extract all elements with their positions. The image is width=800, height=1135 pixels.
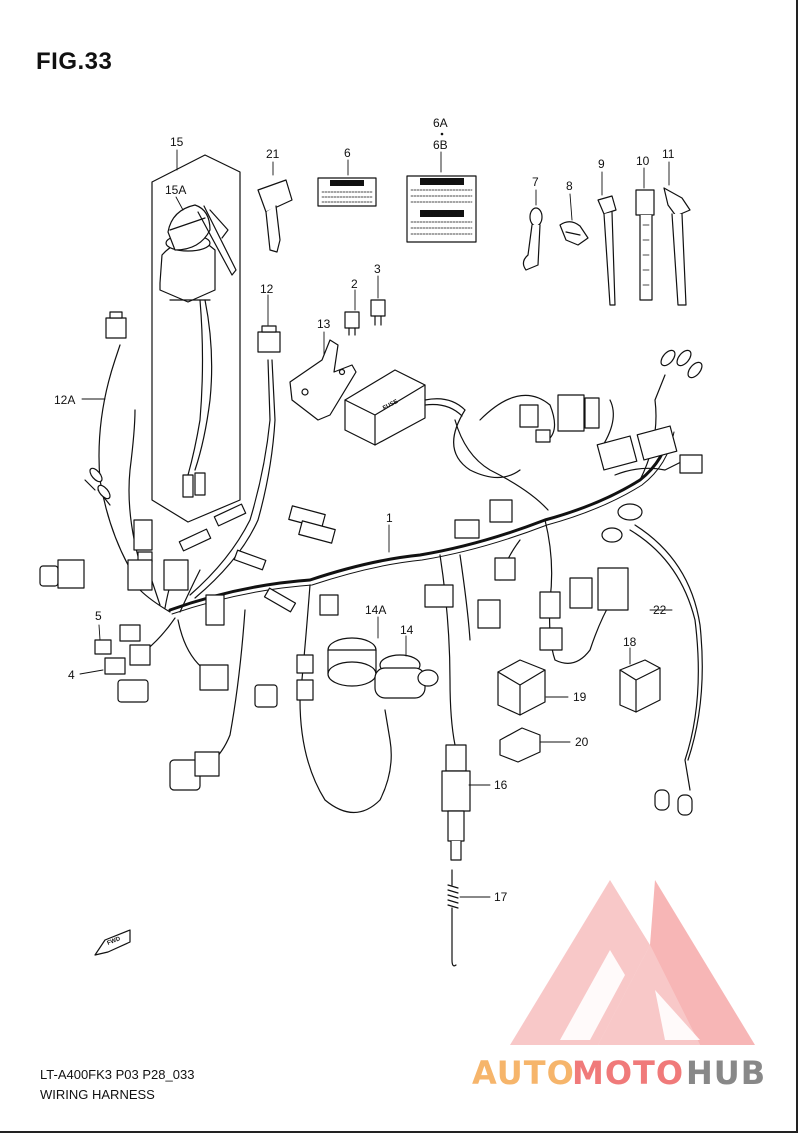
relay-19 — [497, 659, 546, 716]
caution-label-6b: CAUTION ATTENTION — [406, 175, 477, 243]
label-6a: 6A — [433, 116, 448, 130]
label-9: 9 — [598, 157, 605, 171]
bracket-20 — [499, 727, 541, 763]
label-13: 13 — [317, 317, 331, 331]
label-19: 19 — [573, 690, 587, 704]
label-6b: 6B — [433, 138, 448, 152]
key-21 — [257, 179, 293, 253]
label-21: 21 — [266, 147, 280, 161]
ignition-switch-group — [151, 154, 241, 523]
label-20: 20 — [575, 735, 589, 749]
figure-title: FIG.33 — [36, 48, 113, 75]
label-8: 8 — [566, 179, 573, 193]
attention-text: ATTENTION — [423, 212, 457, 218]
tie-11 — [663, 187, 691, 306]
diagram-caption: WIRING HARNESS — [40, 1087, 155, 1102]
tie-9 — [597, 195, 617, 306]
fwd-arrow: FWD — [94, 929, 131, 956]
bracket-13 — [289, 339, 357, 421]
fuse-box: FUSE — [344, 369, 466, 446]
label-5: 5 — [95, 609, 102, 623]
tie-10 — [635, 189, 655, 301]
label-12: 12 — [260, 282, 274, 296]
label-14a: 14A — [365, 603, 386, 617]
label-11: 11 — [662, 147, 675, 161]
spring-17 — [447, 869, 459, 967]
label-7: 7 — [532, 175, 539, 189]
label-22: 22 — [653, 603, 667, 617]
model-code: LT-A400FK3 P03 P28_033 — [40, 1067, 195, 1082]
caution-text-6b: CAUTION — [428, 180, 455, 186]
label-16: 16 — [494, 778, 508, 792]
fuse-2 — [344, 311, 360, 336]
fuse-3 — [370, 299, 386, 326]
watermark-logo — [510, 880, 755, 1045]
clamp-8 — [559, 221, 589, 246]
label-14: 14 — [400, 623, 414, 637]
label-4: 4 — [68, 668, 75, 682]
fwd-text: FWD — [107, 936, 123, 947]
label-6: 6 — [344, 146, 351, 160]
part-labels: 15 15A 21 6 6A 6B 7 8 9 10 11 2 3 13 12 … — [54, 116, 675, 904]
label-12a: 12A — [54, 393, 75, 407]
label-3: 3 — [374, 262, 381, 276]
label-15a: 15A — [165, 183, 186, 197]
sensor-16 — [441, 744, 471, 861]
clamp-7 — [522, 207, 543, 271]
label-15: 15 — [170, 135, 184, 149]
connectors — [39, 311, 703, 816]
label-2: 2 — [351, 277, 358, 291]
caution-label-6: CAUTION — [317, 177, 377, 207]
caution-text-6: CAUTION — [336, 182, 363, 188]
relay-18 — [619, 659, 661, 713]
watermark-moto: MOTO — [572, 1054, 684, 1092]
label-10: 10 — [636, 154, 650, 168]
label-17: 17 — [494, 890, 508, 904]
watermark-text: AUTO MOTO HUB — [472, 1054, 766, 1092]
leader-lines — [79, 149, 673, 898]
watermark-hub: HUB — [686, 1054, 766, 1092]
label-18: 18 — [623, 635, 637, 649]
label-1: 1 — [386, 511, 393, 525]
watermark-auto: AUTO — [472, 1054, 575, 1092]
